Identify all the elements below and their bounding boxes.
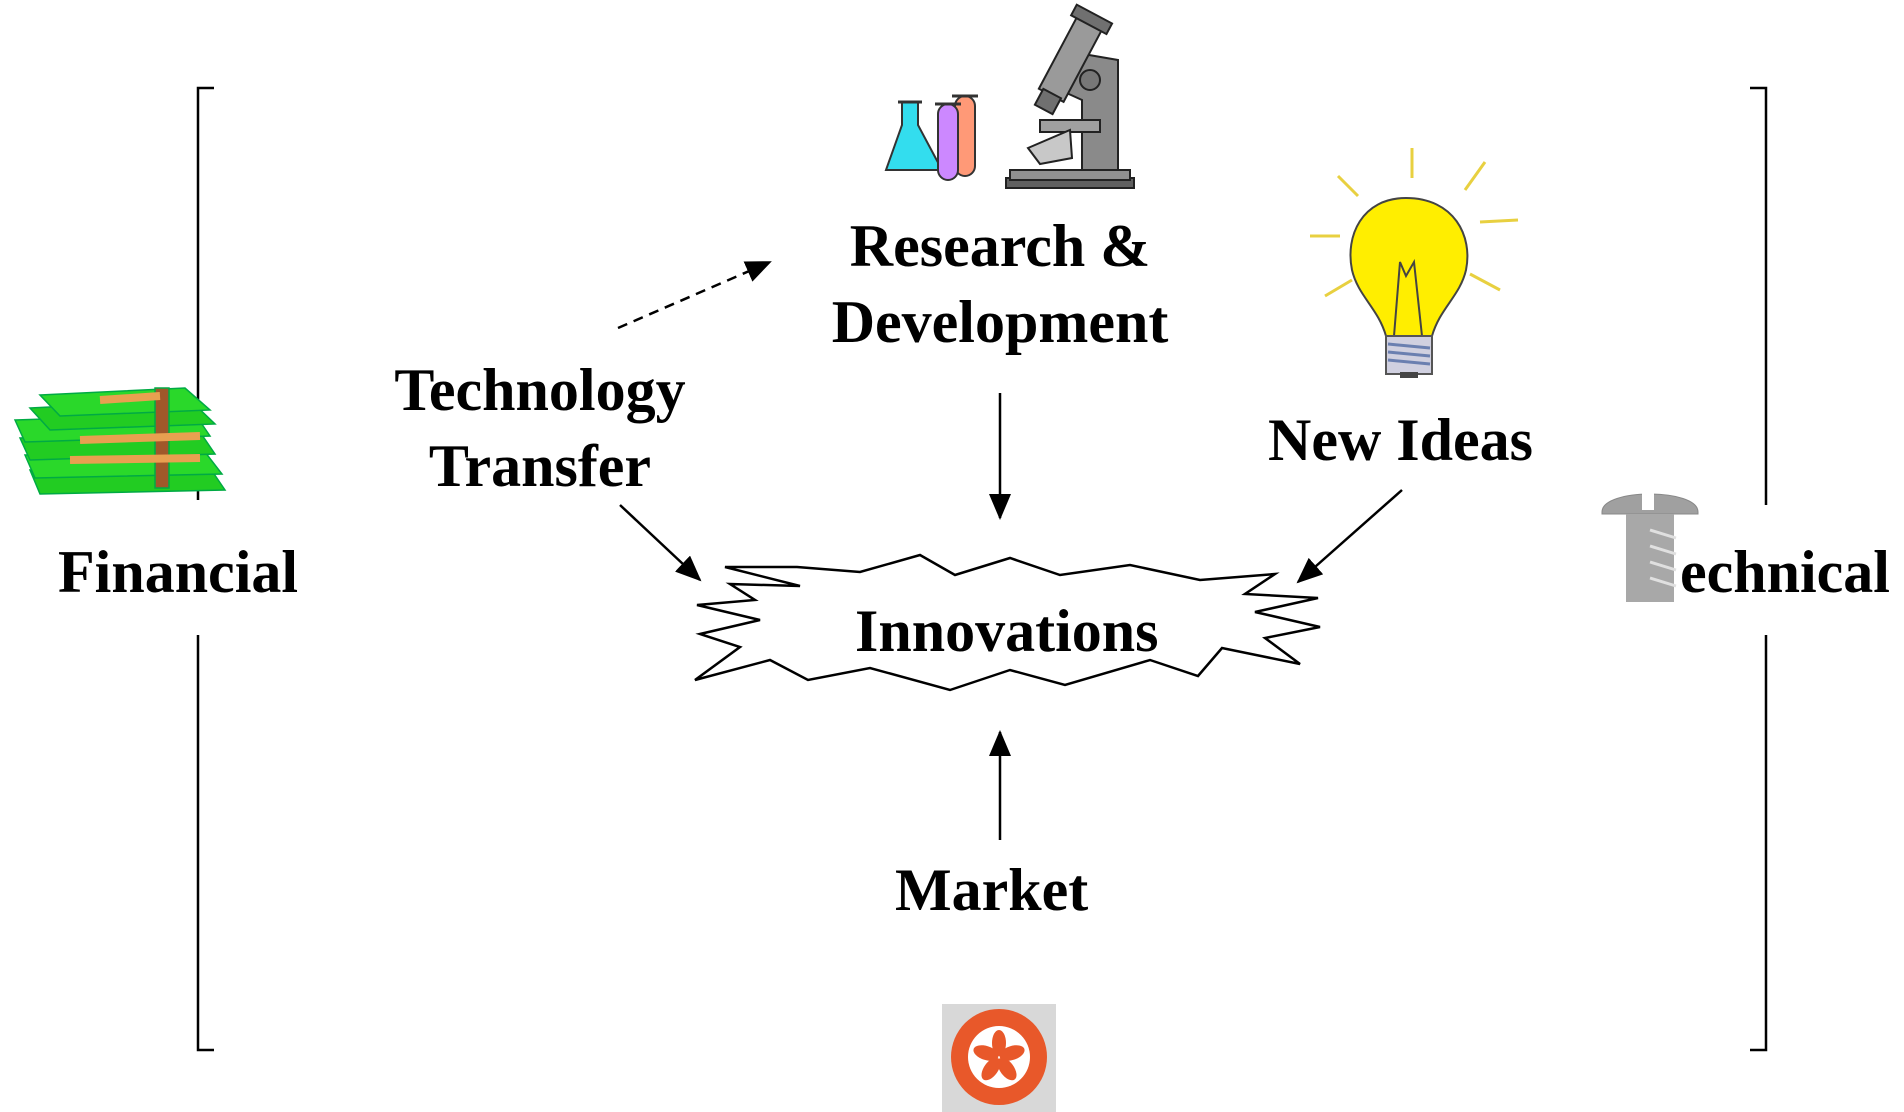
flask-icon (884, 100, 944, 171)
label-research-line1: Research & (849, 213, 1151, 279)
label-technology-transfer: Technology Transfer (370, 352, 710, 504)
label-technical: echnical (1680, 539, 1890, 605)
label-research-development: Research & Development (800, 208, 1200, 360)
right-bracket (1750, 86, 1768, 1052)
test-tubes-icon (935, 94, 978, 181)
label-technology-line1: Technology (394, 357, 686, 423)
arrow-tech-to-innovations (619, 504, 702, 582)
screw-icon (1601, 490, 1699, 602)
label-market: Market (895, 857, 1089, 923)
innovations-starburst (694, 553, 1321, 692)
lightbulb-icon (1310, 148, 1519, 378)
left-bracket (196, 86, 214, 1052)
arrow-ideas-to-innovations (1296, 489, 1403, 584)
money-stack-icon (13, 387, 227, 495)
label-financial: Financial (58, 539, 299, 605)
microscope-icon (1005, 3, 1135, 189)
arrow-tech-to-rd (617, 260, 772, 330)
label-research-line2: Development (831, 289, 1169, 355)
label-technology-line2: Transfer (428, 433, 652, 499)
label-innovations: Innovations (855, 598, 1159, 664)
label-new-ideas: New Ideas (1268, 407, 1533, 473)
hong-kong-emblem-icon (942, 1004, 1056, 1112)
